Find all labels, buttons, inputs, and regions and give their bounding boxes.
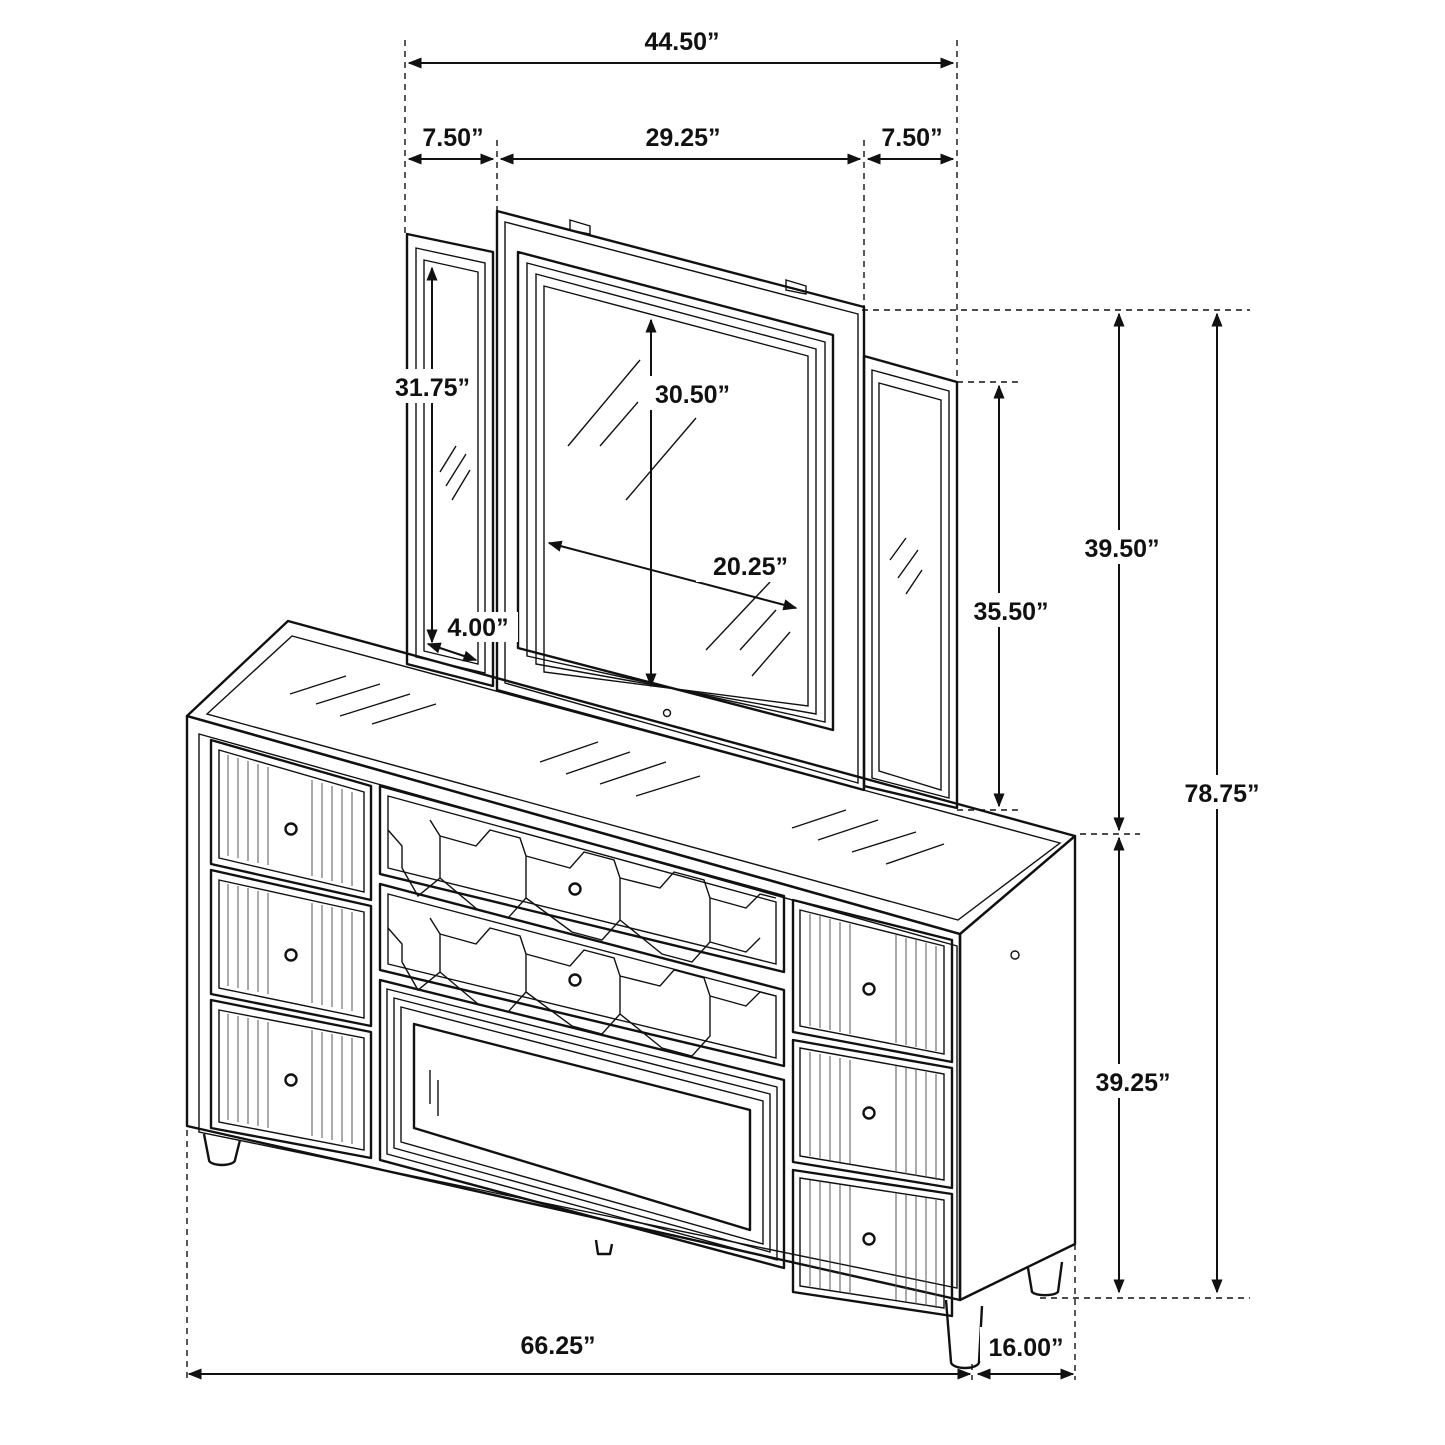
- dimension-labels: 44.50” 7.50” 29.25” 7.50” 31.75” 30.50” …: [350, 28, 1273, 1362]
- label-dresser-width: 66.25”: [520, 1332, 595, 1360]
- label-center-mirror-width: 29.25”: [645, 124, 720, 152]
- label-side-mirror-height: 31.75”: [395, 374, 470, 402]
- label-dresser-depth: 16.00”: [988, 1334, 1063, 1362]
- label-total-height: 78.75”: [1184, 780, 1259, 808]
- dresser: [185, 619, 1077, 1370]
- right-side-mirror: [862, 354, 959, 810]
- dresser-legs: [202, 1133, 1064, 1370]
- center-mirror: [495, 209, 866, 792]
- left-side-mirror: [405, 232, 495, 688]
- left-drawer-stack: [209, 738, 373, 1160]
- right-drawer-stack: [791, 898, 954, 1318]
- label-mirror-height: 39.50”: [1084, 535, 1159, 563]
- label-side-mirror-right-height: 35.50”: [973, 598, 1048, 626]
- left-drawer-flutes: [227, 755, 353, 1144]
- label-dresser-height: 39.25”: [1095, 1069, 1170, 1097]
- label-side-mirror-right: 7.50”: [881, 124, 942, 152]
- label-overall-width: 44.50”: [644, 28, 719, 56]
- dimension-lines: [186, 40, 1250, 1380]
- center-drawer-stack: [378, 784, 786, 1270]
- label-glass-width: 20.25”: [713, 553, 788, 581]
- label-side-mirror-left: 7.50”: [422, 124, 483, 152]
- label-side-glass-width: 4.00”: [447, 614, 508, 642]
- dresser-top: [185, 619, 1077, 936]
- right-drawer-flutes: [809, 914, 937, 1308]
- label-glass-height: 30.50”: [655, 381, 730, 409]
- mirror-assembly: [405, 209, 959, 810]
